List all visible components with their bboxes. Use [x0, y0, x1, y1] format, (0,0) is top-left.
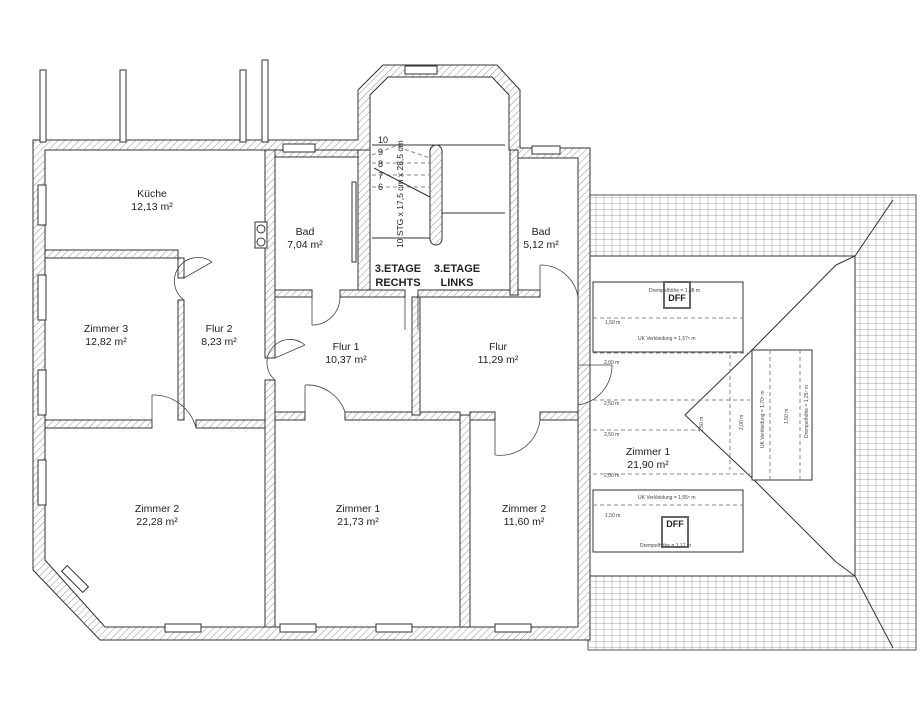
unit-label: 3.ETAGE — [434, 263, 480, 275]
room-name: Bad — [532, 226, 551, 238]
room-area: 22,28 m² — [136, 516, 178, 528]
staircase: 10 9 8 7 6 10 STG x 17,5 cm x 28,5 cm — [371, 135, 505, 248]
dim-label: 2,50 m — [604, 401, 619, 407]
room-zimmer-2-links: Zimmer 211,60 m² — [502, 503, 546, 528]
room-area: 11,60 m² — [504, 516, 545, 528]
room-flur-2: Flur 28,23 m² — [201, 323, 237, 348]
room-area: 12,13 m² — [131, 201, 173, 213]
dim-label: Drempelhöhe = 1,08 m — [649, 288, 700, 294]
room-area: 8,23 m² — [201, 336, 237, 348]
room-area: 21,90 m² — [627, 459, 669, 471]
dim-label: 2,00 m — [604, 473, 619, 479]
dim-label: 2,50 m — [699, 417, 705, 432]
dim-label: 2,50 m — [604, 432, 619, 438]
skylight-bottom — [661, 516, 689, 548]
unit-label: 3.ETAGE — [375, 263, 421, 275]
roof-area: DFF DFF Drempelhöhe = 1,08 m 1,50 m UK V… — [587, 194, 917, 651]
room-name: Flur 2 — [206, 323, 233, 335]
dim-label: UK Verkleidung = 1,65⁵ m — [638, 495, 696, 501]
windows — [37, 59, 561, 633]
step-number: 7 — [378, 171, 383, 181]
dim-label: Drempelhöhe = 1,17 m — [640, 543, 691, 549]
dim-label: UK Verkleidung = 1,70⁵ m — [760, 390, 766, 448]
room-name: Zimmer 2 — [502, 503, 546, 515]
step-number: 8 — [378, 159, 383, 169]
room-zimmer-2-rechts: Zimmer 222,28 m² — [135, 503, 179, 528]
dim-label: 2,00 m — [739, 415, 745, 430]
dim-label: 2,00 m — [604, 360, 619, 366]
step-number: 9 — [378, 147, 383, 157]
dim-label: UK Verkleidung = 1,67⁵ m — [638, 336, 696, 342]
walls — [32, 64, 591, 641]
dim-label: 1,50 m — [784, 409, 790, 424]
dim-label: 1,50 m — [605, 513, 620, 519]
room-zimmer-1-links: Zimmer 121,90 m² — [626, 446, 670, 471]
room-area: 12,82 m² — [85, 336, 127, 348]
step-number: 10 — [378, 135, 388, 145]
room-name: Zimmer 3 — [84, 323, 128, 335]
room-name: Zimmer 1 — [336, 503, 380, 515]
skylight-top — [663, 281, 691, 309]
room-name: Flur — [489, 341, 508, 353]
room-area: 21,73 m² — [337, 516, 379, 528]
room-area: 11,29 m² — [478, 354, 519, 366]
room-name: Küche — [137, 188, 167, 200]
room-name: Zimmer 2 — [135, 503, 179, 515]
dff-label: DFF — [668, 293, 686, 303]
room-area: 10,37 m² — [325, 354, 367, 366]
room-flur-1: Flur 110,37 m² — [325, 341, 367, 366]
room-area: 5,12 m² — [523, 239, 559, 251]
room-area: 7,04 m² — [287, 239, 323, 251]
room-zimmer-3: Zimmer 312,82 m² — [84, 323, 128, 348]
room-zimmer-1-rechts: Zimmer 121,73 m² — [336, 503, 380, 528]
unit-label: RECHTS — [375, 277, 420, 289]
room-name: Bad — [296, 226, 315, 238]
dim-label: 1,50 m — [605, 320, 620, 326]
stairs-spec: 10 STG x 17,5 cm x 28,5 cm — [395, 140, 405, 248]
dff-label: DFF — [666, 519, 684, 529]
unit-label: LINKS — [441, 277, 474, 289]
dim-label: Drempelhöhe = 1,25⁵ m — [804, 385, 810, 438]
room-name: Zimmer 1 — [626, 446, 670, 458]
door-swings — [151, 257, 613, 456]
room-name: Flur 1 — [333, 341, 360, 353]
step-number: 6 — [378, 182, 383, 192]
